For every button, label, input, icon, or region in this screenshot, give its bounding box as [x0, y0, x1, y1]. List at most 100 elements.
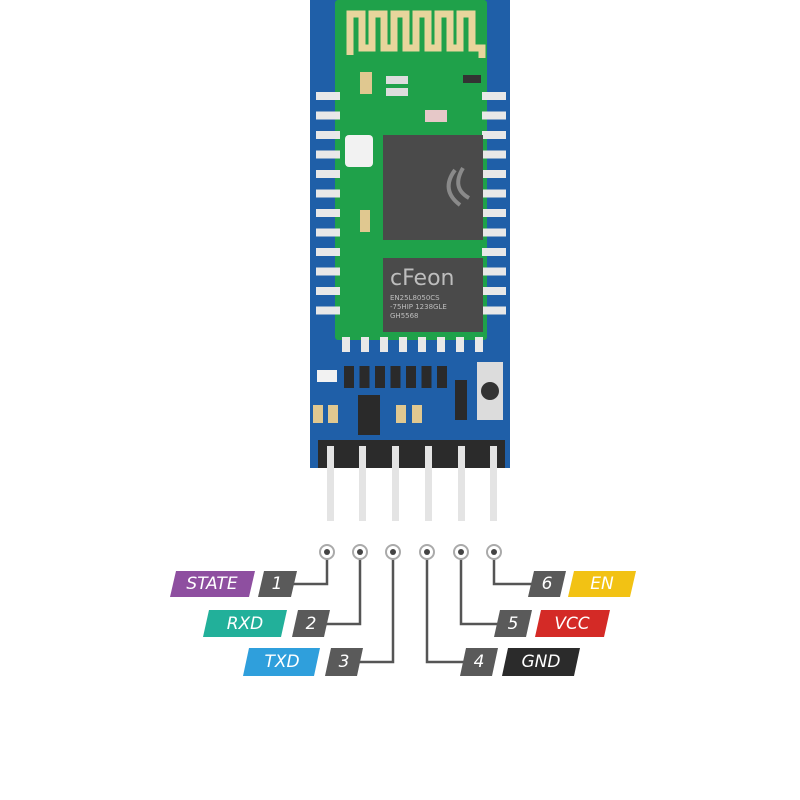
bluetooth-module: cFeon EN25L8050CS -75HIP 1238GLE GH5568: [310, 0, 510, 521]
castellated-pad: [418, 337, 426, 352]
pin-number: 2: [306, 614, 317, 634]
pin-2: RXD 2: [203, 610, 330, 637]
pin-number: 3: [339, 652, 350, 672]
castellated-pad: [361, 337, 369, 352]
pin-name-badge: [502, 648, 580, 676]
castellated-pad: [482, 150, 506, 159]
flash-chip-code: -75HIP 1238GLE: [390, 303, 447, 311]
resistor: [406, 366, 416, 388]
pin-connector-dot: [357, 549, 363, 555]
castellated-pads: [316, 92, 506, 352]
header-pin: [490, 446, 497, 521]
castellated-pad: [482, 209, 506, 217]
castellated-pad: [475, 337, 483, 352]
regulator: [358, 395, 380, 435]
castellated-pad: [316, 111, 340, 120]
castellated-pad: [482, 170, 506, 178]
castellated-pad: [456, 337, 464, 352]
castellated-pad: [316, 170, 340, 178]
smd-component: [412, 405, 422, 423]
castellated-pad: [380, 337, 388, 352]
pin-name-badge: [568, 571, 636, 597]
smd-component: [313, 405, 323, 423]
resistor: [344, 366, 354, 388]
pin-name: EN: [590, 574, 614, 594]
pin-number: 6: [542, 574, 553, 594]
pin-1: STATE 1: [170, 571, 297, 597]
castellated-pad: [316, 189, 340, 198]
castellated-pad: [316, 267, 340, 276]
pin-number-box: [528, 571, 566, 597]
castellated-pad: [316, 248, 340, 256]
castellated-pad: [482, 111, 506, 120]
header-pin: [359, 446, 366, 521]
main-chip: [383, 135, 483, 240]
pin-name: GND: [522, 652, 561, 672]
pin-connector-dot: [458, 549, 464, 555]
castellated-pad: [316, 228, 340, 237]
pin-name: TXD: [264, 652, 299, 672]
pin-number: 5: [508, 614, 519, 634]
pin-name-badge: [243, 648, 320, 676]
pin-name-badge: [170, 571, 255, 597]
smd-component: [386, 88, 408, 96]
pin-number-box: [325, 648, 363, 676]
castellated-pad: [482, 248, 506, 256]
resistor: [390, 366, 401, 388]
castellated-pad: [437, 337, 445, 352]
resistor-array: [344, 366, 447, 388]
flash-chip-code: GH5568: [390, 312, 419, 320]
pin-number: 1: [272, 574, 283, 594]
castellated-pad: [482, 92, 506, 100]
pin-name: RXD: [227, 614, 264, 634]
castellated-pad: [316, 287, 340, 295]
castellated-pad: [482, 267, 506, 276]
pin-connector-dot: [424, 549, 430, 555]
pinout-legend: STATE 1 RXD 2 TXD 3 4 GND 5 VCC: [170, 544, 636, 676]
pin-number-box: [258, 571, 297, 597]
castellated-pad: [316, 306, 340, 315]
pin-name: VCC: [554, 614, 589, 634]
flash-chip: [383, 258, 483, 332]
castellated-pad: [316, 131, 340, 139]
smd-component: [455, 380, 467, 420]
castellated-pad: [316, 209, 340, 217]
resistor: [359, 366, 370, 388]
castellated-pad: [482, 306, 506, 315]
castellated-pad: [482, 228, 506, 237]
antenna-trace: [346, 10, 486, 58]
header-pins: [327, 446, 497, 521]
castellated-pad: [342, 337, 350, 352]
pin-number-box: [292, 610, 330, 637]
pin-name-badge: [203, 610, 287, 637]
pin-number-box: [460, 648, 498, 676]
pin-4: 4 GND: [460, 648, 580, 676]
resistor: [375, 366, 385, 388]
reset-button-cap: [481, 382, 499, 400]
castellated-pad: [482, 131, 506, 139]
pin-header: [318, 440, 505, 468]
pin-6: 6 EN: [528, 571, 636, 597]
castellated-pad: [399, 337, 407, 352]
pin-connector-dot: [491, 549, 497, 555]
flash-chip-brand: cFeon: [390, 266, 455, 291]
smd-component: [386, 76, 408, 84]
castellated-pad: [316, 92, 340, 100]
header-pin: [425, 446, 432, 521]
flash-chip-code: EN25L8050CS: [390, 294, 440, 302]
pin-5: 5 VCC: [494, 610, 610, 637]
smd-component: [360, 72, 372, 94]
resistor: [421, 366, 432, 388]
pin-name: STATE: [186, 574, 237, 594]
smd-component: [360, 210, 370, 232]
resistor: [437, 366, 447, 388]
header-pin: [392, 446, 399, 521]
pin-connector-dot: [390, 549, 396, 555]
castellated-pad: [482, 189, 506, 198]
led: [317, 370, 337, 382]
pin-number-box: [494, 610, 532, 637]
header-pin: [327, 446, 334, 521]
smd-component: [328, 405, 338, 423]
pin-3: TXD 3: [243, 648, 363, 676]
